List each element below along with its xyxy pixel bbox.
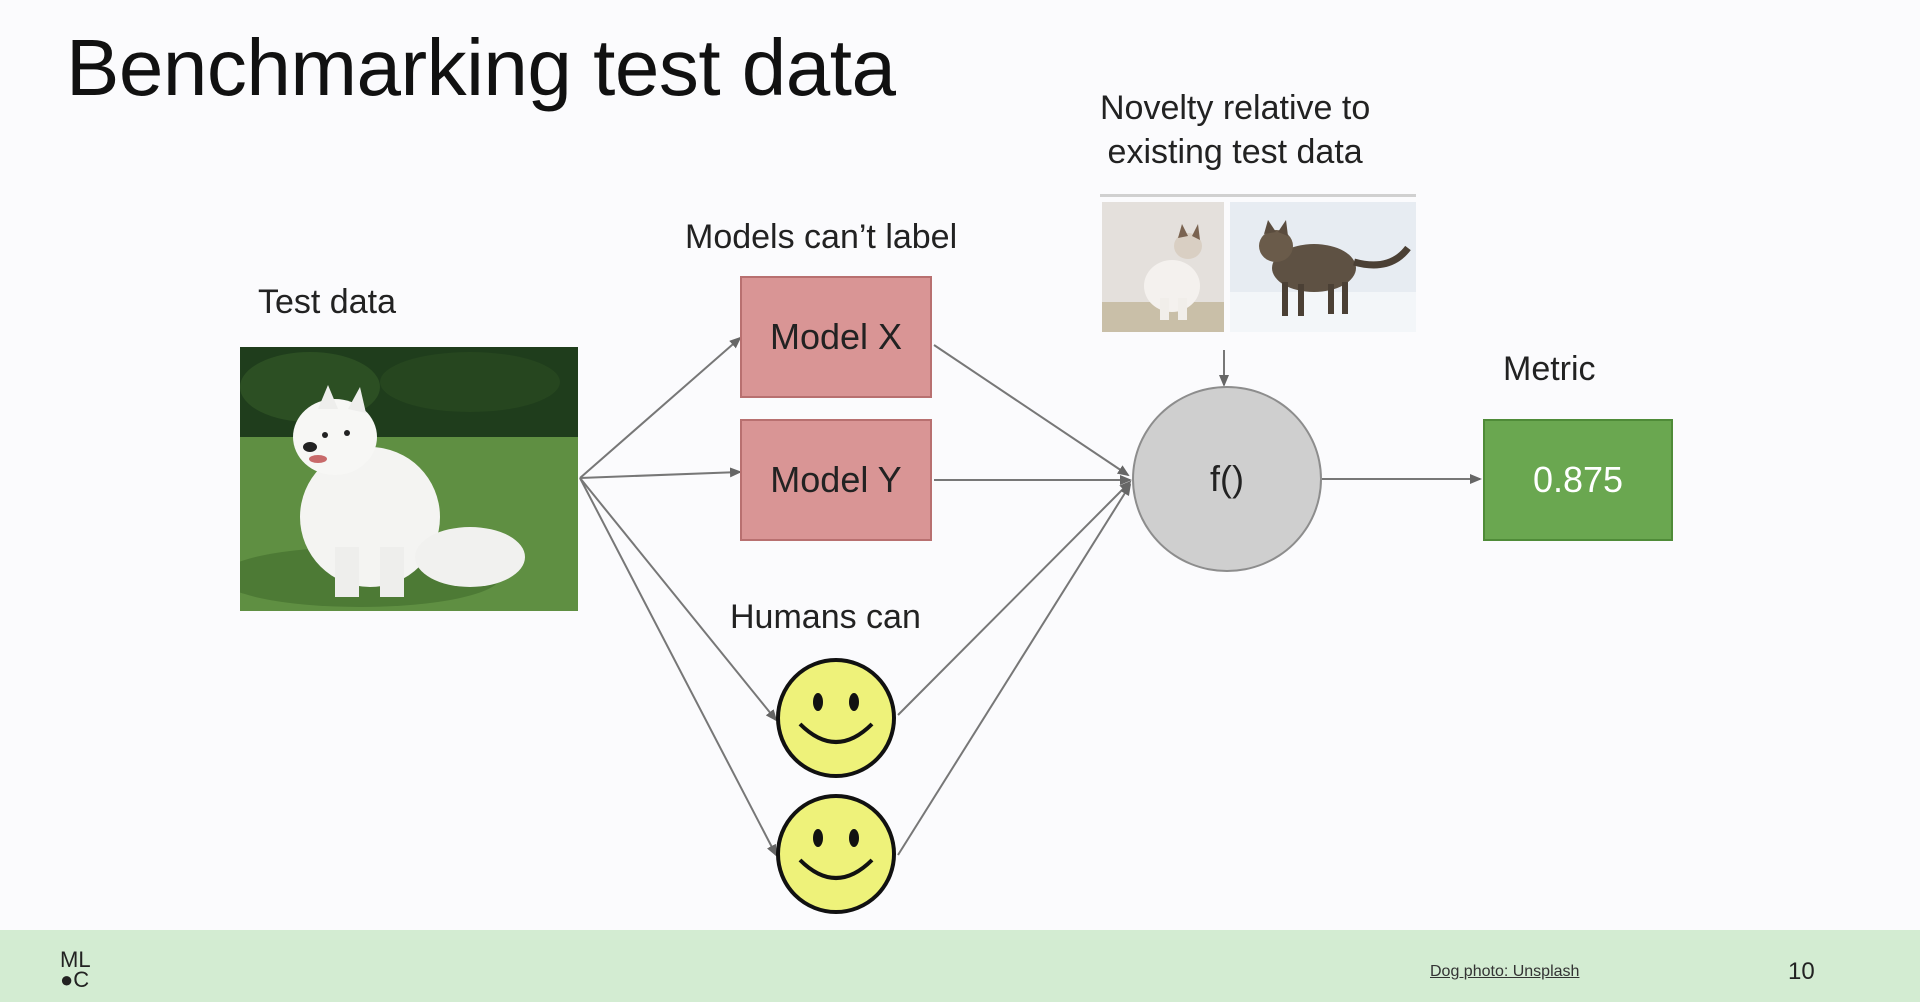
novelty-label: Novelty relative to existing test data	[1100, 86, 1370, 174]
function-circle: f()	[1132, 386, 1322, 572]
model-x-box: Model X	[740, 276, 932, 398]
model-y-box: Model Y	[740, 419, 932, 541]
humans-label: Humans can	[730, 598, 921, 636]
metric-value-box: 0.875	[1483, 419, 1673, 541]
arrow-human-2-to-f	[897, 483, 1132, 856]
mlc-logo: ML ●C	[60, 947, 110, 1000]
photo-credit-link[interactable]: Dog photo: Unsplash	[1430, 963, 1580, 980]
cat-photo-tabby	[1230, 202, 1416, 332]
cat-photo-siamese	[1102, 202, 1224, 332]
arrow-dog-to-human-2	[579, 477, 777, 857]
arrow-model-x-to-f	[933, 344, 1130, 477]
smiley-icon	[776, 794, 896, 914]
logo-line2: ●C	[60, 967, 90, 992]
page-number: 10	[1788, 958, 1815, 985]
novelty-divider	[1100, 194, 1416, 197]
metric-label: Metric	[1503, 350, 1596, 388]
arrow-dog-to-model-y	[579, 467, 742, 479]
footer-bar	[0, 930, 1920, 1002]
dog-photo	[240, 347, 578, 611]
arrow-dog-to-model-x	[579, 336, 742, 479]
arrow-human-1-to-f	[897, 480, 1132, 716]
test-data-label: Test data	[258, 283, 396, 321]
novelty-label-line1: Novelty relative to	[1100, 89, 1371, 127]
logo-line1: ML	[60, 947, 91, 972]
arrow-dog-to-human-1	[579, 477, 778, 722]
slide-title: Benchmarking test data	[66, 23, 896, 112]
novelty-label-line2: existing test data	[1107, 133, 1363, 171]
models-label: Models can’t label	[685, 218, 958, 256]
smiley-icon	[776, 658, 896, 778]
logo-dot-icon: ●	[60, 967, 74, 992]
